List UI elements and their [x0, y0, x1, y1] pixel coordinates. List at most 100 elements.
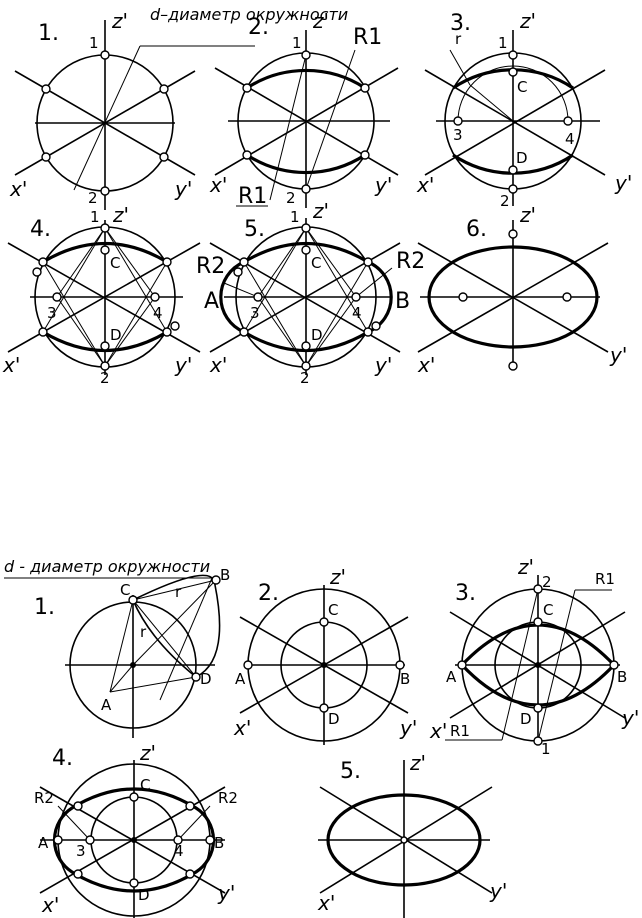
point-2: 2 — [300, 369, 310, 387]
point-c: C — [311, 254, 321, 272]
point-1: 1 — [89, 34, 99, 52]
radius-r2-right: R2 — [396, 249, 425, 274]
point-b: B — [395, 289, 410, 314]
bottom-panel-2: 2. z' x' y' C D A B — [233, 565, 417, 745]
axis-z-label: z' — [112, 203, 129, 227]
top-panel-1: 1. z' x' y' 1 2 — [9, 9, 196, 210]
point-a: A — [204, 289, 219, 314]
axis-y-label: y' — [621, 706, 639, 730]
point-a: A — [38, 834, 49, 852]
point-4: 4 — [153, 304, 163, 322]
top-panel-3: 3. z' x' y' 1 2 3 4 C D r — [416, 9, 632, 210]
axis-y-label: y' — [399, 716, 417, 740]
point-b: B — [400, 670, 410, 688]
bottom-panel-4: 4. z' x' y' C D A B 3 4 R2 R2 — [34, 741, 238, 918]
top-note: d–диаметр окружности — [150, 5, 348, 24]
point-d: D — [138, 886, 150, 904]
axis-x-label: x' — [209, 353, 227, 377]
point-2: 2 — [500, 192, 510, 210]
point-a: A — [101, 696, 112, 714]
point-b: B — [214, 834, 224, 852]
point-4: 4 — [174, 842, 184, 860]
point-2: 2 — [88, 189, 98, 207]
point-1: 1 — [498, 34, 508, 52]
point-c: C — [543, 601, 553, 619]
point-c: C — [110, 254, 120, 272]
axis-z-label: z' — [329, 565, 346, 589]
axis-x-label: x' — [209, 173, 227, 197]
step-label: 4. — [52, 746, 73, 771]
step-label: 5. — [340, 759, 361, 784]
radius-r1-top: R1 — [595, 570, 615, 588]
bottom-note-leader — [159, 577, 213, 701]
axis-y-label: y' — [374, 353, 392, 377]
axis-y-label: y' — [217, 881, 235, 905]
note-leader — [73, 45, 141, 191]
step-label: 2. — [258, 581, 279, 606]
bottom-panel-3: 3. z' x' y' C D A B 1 2 R1 R1 — [429, 555, 639, 758]
radius-r-label: r — [455, 30, 462, 48]
axis-z-label: z' — [519, 203, 536, 227]
axis-z-label: z' — [517, 555, 534, 579]
point-1: 1 — [541, 740, 551, 758]
step-label: 2. — [248, 15, 269, 40]
point-3: 3 — [250, 304, 260, 322]
top-panel-6: 6. z' x' y' — [417, 203, 627, 377]
point-2: 2 — [100, 369, 110, 387]
step-label: 6. — [466, 217, 487, 242]
axis-y-label: y' — [609, 343, 627, 367]
point-4: 4 — [352, 304, 362, 322]
bottom-note: d - диаметр окружности — [4, 557, 210, 576]
radius-r-inner: r — [140, 623, 147, 641]
axis-x-label: x' — [317, 891, 335, 915]
point-3: 3 — [453, 126, 463, 144]
bottom-panel-5: 5. z' x' y' — [317, 751, 507, 918]
radius-r-top: r — [175, 583, 182, 601]
axis-z-label: z' — [312, 199, 329, 223]
point-d: D — [520, 710, 532, 728]
point-1: 1 — [290, 208, 300, 226]
point-d: D — [311, 326, 323, 344]
point-1: 1 — [90, 208, 100, 226]
top-panel-5: 5. z' x' y' 1 2 3 4 C D A B — [196, 199, 425, 387]
point-c: C — [140, 776, 150, 794]
axis-x-label: x' — [416, 173, 434, 197]
point-d: D — [516, 149, 528, 167]
step-label: 4. — [30, 217, 51, 242]
axis-z-label: z' — [312, 9, 329, 33]
axis-x-label: x' — [429, 719, 447, 743]
axis-y-label: y' — [614, 171, 632, 195]
step-label: 3. — [450, 11, 471, 36]
radius-label-2: R1 — [238, 184, 267, 209]
axis-y-label: y' — [174, 353, 192, 377]
axis-x-label: x' — [9, 177, 27, 201]
point-4: 4 — [565, 130, 575, 148]
top-panel-4: 4. z' x' y' 1 2 3 4 C D — [2, 203, 201, 387]
point-d: D — [328, 710, 340, 728]
step-label: 3. — [455, 581, 476, 606]
step-label: 1. — [34, 595, 55, 620]
axis-z-label: z' — [139, 741, 156, 765]
point-1: 1 — [292, 34, 302, 52]
radius-label: R1 — [353, 25, 382, 50]
point-2: 2 — [286, 189, 296, 207]
step-label: 5. — [244, 217, 265, 242]
point-b: B — [220, 566, 230, 584]
axis-y-label: y' — [489, 879, 507, 903]
radius-r1-bottom: R1 — [450, 722, 470, 740]
axis-x-label: x' — [41, 893, 59, 917]
axis-x-label: x' — [233, 716, 251, 740]
point-c: C — [120, 581, 130, 599]
point-3: 3 — [76, 842, 86, 860]
point-a: A — [446, 668, 457, 686]
radius-r2-left: R2 — [34, 789, 54, 807]
bottom-panel-1: 1. C B A D r r — [34, 566, 230, 738]
point-2: 2 — [542, 573, 552, 591]
axis-z-label: z' — [519, 9, 536, 33]
axis-z-label: z' — [409, 751, 426, 775]
axis-y-label: y' — [174, 177, 192, 201]
point-c: C — [328, 601, 338, 619]
step-label: 1. — [38, 21, 59, 46]
axis-z-label: z' — [111, 9, 128, 33]
